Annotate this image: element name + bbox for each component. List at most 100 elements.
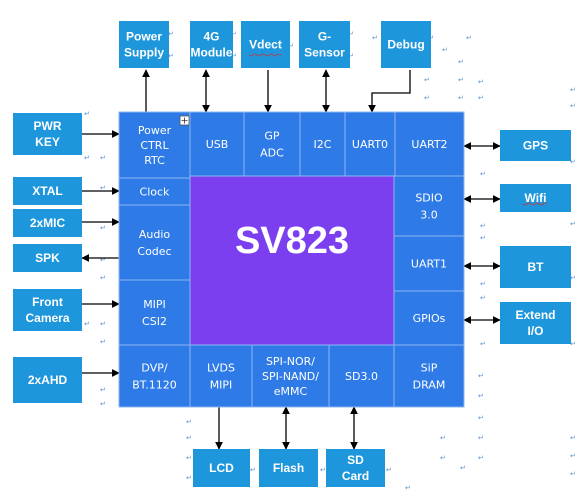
sd-card-label-line1: SD bbox=[347, 453, 364, 467]
paragraph-mark-icon: ↵ bbox=[100, 274, 106, 282]
block-power-ctrl-rtc-label-line1: Power bbox=[138, 124, 172, 137]
paragraph-mark-icon: ↵ bbox=[458, 76, 464, 84]
2xahd-box: 2xAHD bbox=[13, 357, 82, 403]
paragraph-mark-icon: ↵ bbox=[100, 184, 106, 192]
block-sd30-label: SD3.0 bbox=[345, 370, 378, 383]
external-components: PowerSupply4GModuleVdectG-SensorDebugPWR… bbox=[13, 21, 571, 487]
block-usb-label: USB bbox=[206, 138, 229, 151]
paragraph-mark-icon: ↵ bbox=[480, 222, 486, 230]
paragraph-mark-icon: ↵ bbox=[348, 30, 354, 38]
paragraph-mark-icon: ↵ bbox=[100, 256, 106, 264]
block-uart2-label: UART2 bbox=[411, 138, 447, 151]
paragraph-mark-icon: ↵ bbox=[288, 42, 294, 50]
power-supply-label-line1: Power bbox=[126, 30, 162, 44]
wifi-box-bg bbox=[500, 184, 571, 212]
block-sip-dram-label-line2: DRAM bbox=[413, 379, 446, 392]
paragraph-mark-icon: ↵ bbox=[570, 220, 576, 228]
block-dvp-bt1120-label-line2: BT.1120 bbox=[132, 379, 176, 392]
paragraph-mark-icon: ↵ bbox=[570, 158, 576, 166]
block-clock-label: Clock bbox=[140, 186, 171, 199]
block-audio-codec-label-line1: Audio bbox=[139, 228, 171, 241]
paragraph-mark-icon: ↵ bbox=[570, 274, 576, 282]
spk-box: SPK bbox=[13, 244, 82, 272]
paragraph-mark-icon: ↵ bbox=[348, 52, 354, 60]
paragraph-mark-icon: ↵ bbox=[480, 170, 486, 178]
paragraph-mark-icon: ↵ bbox=[440, 434, 446, 442]
front-camera-label-line1: Front bbox=[32, 295, 63, 309]
power-supply-box-bg bbox=[119, 21, 169, 68]
paragraph-mark-icon: ↵ bbox=[460, 464, 466, 472]
vdect-spellcheck-mark bbox=[248, 53, 282, 57]
paragraph-mark-icon: ↵ bbox=[372, 34, 378, 42]
2xmic-label: 2xMIC bbox=[30, 216, 66, 230]
lcd-label: LCD bbox=[209, 461, 234, 475]
paragraph-mark-icon: ↵ bbox=[186, 418, 192, 426]
paragraph-mark-icon: ↵ bbox=[100, 320, 106, 328]
spk-label: SPK bbox=[35, 251, 60, 265]
paragraph-mark-icon: ↵ bbox=[440, 454, 446, 462]
block-mipi-csi2-label-line1: MIPI bbox=[143, 298, 166, 311]
connection-arrows bbox=[81, 69, 501, 450]
paragraph-mark-icon: ↵ bbox=[442, 46, 448, 54]
spk-box-bg bbox=[13, 244, 82, 272]
bt-label: BT bbox=[528, 260, 545, 274]
pwr-key-box-bg bbox=[13, 113, 82, 155]
paragraph-mark-icon: ↵ bbox=[168, 52, 174, 60]
block-spi-nor-label-line3: eMMC bbox=[274, 385, 308, 398]
extend-io-box-bg bbox=[500, 302, 571, 344]
front-camera-box-bg bbox=[13, 289, 82, 331]
block-sd30-border bbox=[328, 344, 395, 408]
extend-io-label-line1: Extend bbox=[515, 308, 555, 322]
paragraph-mark-icon: ↵ bbox=[231, 52, 237, 60]
paragraph-mark-icon: ↵ bbox=[424, 94, 430, 102]
soc-title: SV823 bbox=[235, 220, 349, 262]
wifi-spellcheck-mark bbox=[522, 202, 548, 206]
sd-card-box-bg bbox=[326, 449, 385, 487]
soc-chip: SV823 bbox=[119, 112, 464, 407]
paragraph-mark-icon: ↵ bbox=[100, 224, 106, 232]
vdect-box-bg bbox=[241, 21, 290, 68]
table-move-handle-icon bbox=[181, 117, 188, 124]
paragraph-mark-icon: ↵ bbox=[84, 320, 90, 328]
paragraph-mark-icon: ↵ bbox=[466, 34, 472, 42]
wifi-box: Wifi bbox=[500, 184, 571, 212]
vdect-box: Vdect bbox=[241, 21, 290, 68]
pwr-key-label-line1: PWR bbox=[34, 119, 62, 133]
paragraph-mark-icon: ↵ bbox=[480, 294, 486, 302]
xtal-label: XTAL bbox=[32, 184, 62, 198]
2xmic-box-bg bbox=[13, 209, 82, 237]
paragraph-mark-icon: ↵ bbox=[478, 454, 484, 462]
soc-core bbox=[190, 176, 394, 345]
2xmic-box: 2xMIC bbox=[13, 209, 82, 237]
pwr-key-label-line2: KEY bbox=[35, 135, 60, 149]
paragraph-mark-icon: ↵ bbox=[100, 154, 106, 162]
block-sd30: SD3.0 bbox=[328, 344, 395, 408]
block-sdio-label-line1: SDIO bbox=[415, 192, 443, 205]
paragraph-mark-icon: ↵ bbox=[478, 434, 484, 442]
block-i2c-label: I2C bbox=[314, 138, 332, 151]
debug-box: Debug bbox=[381, 21, 431, 68]
paragraph-mark-icon: ↵ bbox=[570, 86, 576, 94]
4g-module-label-line2: Module bbox=[191, 46, 233, 60]
paragraph-mark-icon: ↵ bbox=[480, 280, 486, 288]
block-power-ctrl-rtc-label-line2: CTRL bbox=[140, 139, 169, 152]
4g-module-box-bg bbox=[190, 21, 233, 68]
2xahd-label: 2xAHD bbox=[28, 373, 68, 387]
block-gp-adc-label-line2: ADC bbox=[260, 147, 284, 160]
block-gp-adc-label-line1: GP bbox=[264, 130, 280, 143]
debug-box-bg bbox=[381, 21, 431, 68]
paragraph-mark-icon: ↵ bbox=[478, 94, 484, 102]
lcd-box-bg bbox=[193, 449, 250, 487]
paragraph-mark-icon: ↵ bbox=[84, 110, 90, 118]
block-uart0-label: UART0 bbox=[352, 138, 388, 151]
bt-box: BT bbox=[500, 246, 571, 288]
2xahd-box-bg bbox=[13, 357, 82, 403]
block-sip-dram-label-line1: SiP bbox=[421, 362, 438, 375]
paragraph-mark-icon: ↵ bbox=[458, 94, 464, 102]
block-dvp-bt1120-label-line1: DVP/ bbox=[141, 362, 167, 375]
wifi-label: Wifi bbox=[525, 191, 547, 205]
